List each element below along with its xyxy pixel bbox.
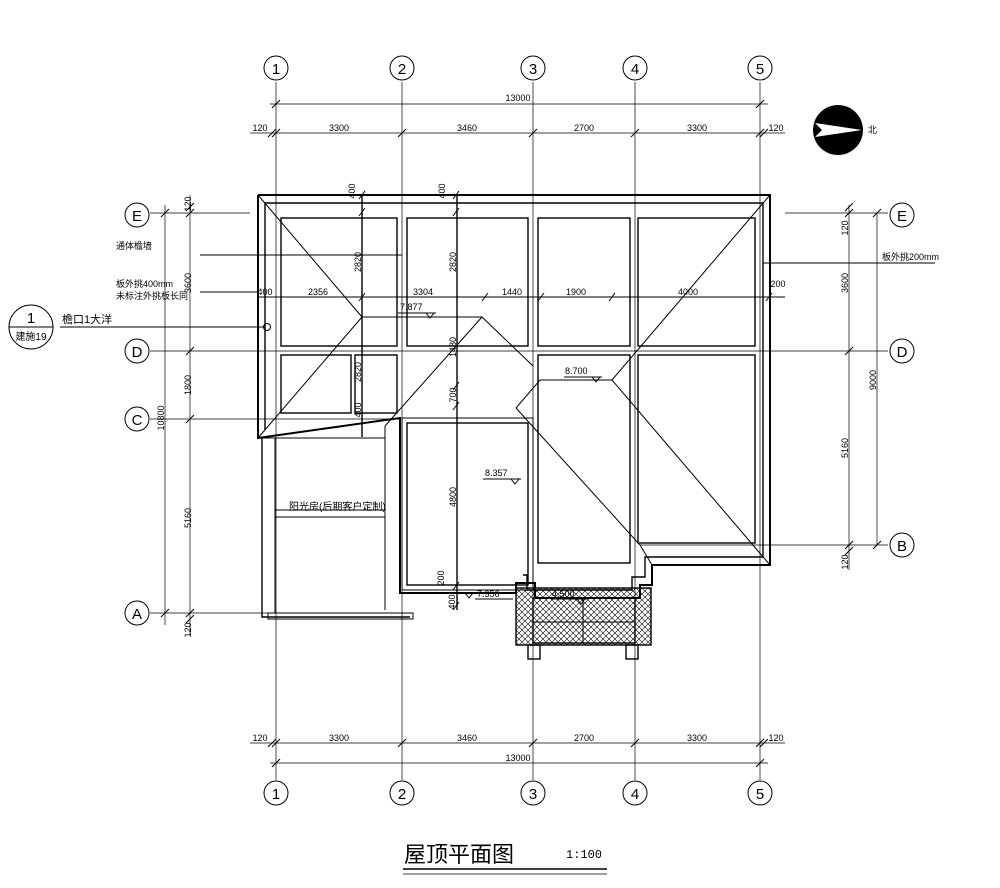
axis-label-4-top: 4 [631,61,639,78]
dim-v-0: 2820 [353,252,363,272]
dim-top-4: 3300 [687,123,707,133]
axis-label-1-top: 1 [272,61,280,78]
dim-right-0: 120 [840,220,850,235]
dim-total-bottom: 13000 [505,753,530,763]
note-sunroom: 阳光房(后期客户定制) [289,500,386,513]
dim-top-3: 2700 [574,123,594,133]
dim-v-3: 400 [347,183,357,198]
dim-v-9: 400 [353,402,363,417]
dim-v-8: 200 [436,570,446,585]
column-bubbles-bottom: 1 2 3 4 5 [263,780,773,806]
axis-grid-horizontal [150,212,888,614]
axis-label-2-bottom: 2 [398,786,406,803]
axis-label-5-bottom: 5 [756,786,764,803]
dim-v-1: 2820 [448,252,458,272]
dim-inner-5: 4000 [678,287,698,297]
dim-v-7: 4800 [448,487,458,507]
dim-top-5: 120 [768,123,783,133]
dim-inner-6: 200 [770,279,785,289]
axis-label-E-right: E [897,208,907,225]
internal-lines [200,195,935,610]
sunroom [261,438,414,620]
axis-label-B-right: B [897,538,907,555]
elev-4: 4.500 [552,589,575,599]
axis-label-1-bottom: 1 [272,786,280,803]
dim-inner-3: 1440 [502,287,522,297]
dim-left-1: 3600 [183,273,193,293]
dim-bottom-4: 3300 [687,733,707,743]
north-label: 北 [868,125,877,135]
detail-sheet: 建施19 [15,330,47,343]
elev-2: 8.357 [485,468,508,478]
dim-bottom-3: 2700 [574,733,594,743]
elev-3: 7.356 [477,589,500,599]
row-bubbles-right: E D B [889,202,915,558]
dim-v-6: 700 [448,387,458,402]
axis-label-D-right: D [897,344,908,361]
note-overhang-left-2: 未标注外挑板长同 [116,290,188,301]
axis-label-D-left: D [132,344,143,361]
dim-right-3: 5160 [840,438,850,458]
dim-inner-4: 1900 [566,287,586,297]
elev-0: 7.877 [400,302,423,312]
dim-v-4: 400 [437,183,447,198]
axis-label-A-left: A [132,606,142,623]
dim-inner-1: 2356 [308,287,328,297]
dim-right-1: 3600 [840,273,850,293]
dim-total-top: 13000 [505,93,530,103]
elev-1: 8.700 [565,366,588,376]
dim-v-10: 400 [447,594,457,609]
drawing-title: 屋顶平面图 1:100 [403,843,607,875]
axis-label-2-top: 2 [398,61,406,78]
axis-label-3-top: 3 [529,61,537,78]
axis-label-4-bottom: 4 [631,786,639,803]
dim-top-2: 3460 [457,123,477,133]
roof-hip-lines [257,194,771,566]
dim-v-5: 1480 [448,337,458,357]
dim-right-2: 9000 [868,370,878,390]
inner-vertical-dims: 2820 2820 2820 400 400 1480 700 4800 200… [347,183,460,611]
scale-text: 1:100 [566,848,602,862]
dim-top-0: 120 [252,123,267,133]
bottom-dimensions: 120 3300 3460 2700 3300 120 13000 [250,733,785,768]
dim-inner-2: 3304 [413,287,433,297]
column-bubbles-top: 1 2 3 4 5 [263,55,773,81]
note-overhang-left-1: 板外挑400mm [116,278,173,289]
dim-left-5: 10800 [156,405,166,430]
axis-label-C-left: C [132,412,143,429]
dim-bottom-2: 3460 [457,733,477,743]
dim-left-2: 1800 [183,375,193,395]
note-parapet: 通体檐墙 [116,240,152,251]
dim-top-1: 3300 [329,123,349,133]
north-arrow: 北 [813,105,877,155]
dim-right-4: 120 [840,554,850,569]
axis-label-5-top: 5 [756,61,764,78]
dim-left-4: 120 [183,622,193,637]
axis-label-E-left: E [132,208,142,225]
dim-inner-0: 400 [257,287,272,297]
annotations: 通体檐墙 板外挑400mm 未标注外挑板长同 板外挑200mm 阳光房(后期客户… [60,240,939,513]
detail-callout: 1 建施19 [8,304,54,350]
left-dimensions: 120 3600 1800 5160 120 10800 [156,195,195,638]
note-overhang-right: 板外挑200mm [882,251,939,262]
dim-bottom-0: 120 [252,733,267,743]
dim-bottom-5: 120 [768,733,783,743]
top-dimensions: 13000 120 3300 3460 2700 3300 120 [250,93,785,138]
title-text: 屋顶平面图 [404,843,514,868]
roof-panels [280,217,756,591]
dim-left-3: 5160 [183,508,193,528]
note-eave: 檐口1大洋 [62,312,112,326]
dim-left-0: 120 [183,196,193,211]
inner-dimensions: 400 2356 3304 1440 1900 4000 200 [257,279,786,302]
axis-label-3-bottom: 3 [529,786,537,803]
dim-v-2: 2820 [353,362,363,382]
entrance-canopy [515,587,652,660]
right-dimensions: 120 3600 9000 5160 120 [840,202,882,570]
dim-bottom-1: 3300 [329,733,349,743]
elevation-markers: 7.877 8.700 8.357 7.356 4.500 [398,302,602,605]
row-bubbles-left: E D C A [124,202,150,626]
detail-number: 1 [27,310,35,327]
